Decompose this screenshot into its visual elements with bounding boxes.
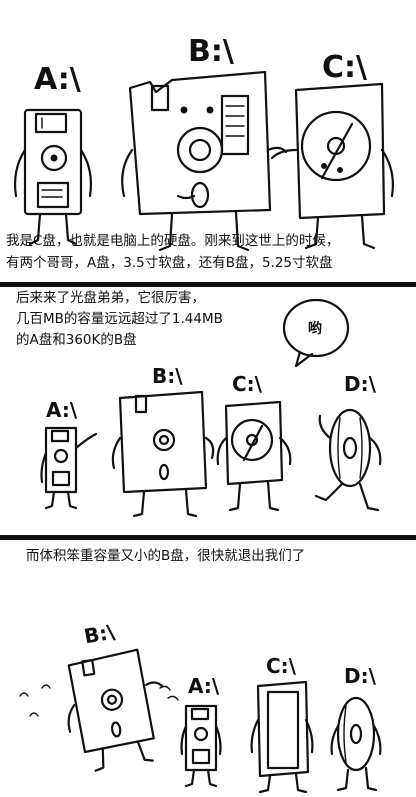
caption-2-line-3: 的A盘和360K的B盘 xyxy=(16,332,137,348)
floppy-b-character-2 xyxy=(111,390,215,518)
caption-1-line-2: 有两个哥哥，A盘，3.5寸软盘，还有B盘，5.25寸软盘 xyxy=(6,255,333,271)
hard-drive-c-character xyxy=(270,82,394,250)
floppy-a-character-2 xyxy=(40,426,98,510)
speech-bubble xyxy=(282,298,350,358)
floppy-b-character-3 xyxy=(67,648,164,772)
label-c-2: C:\ xyxy=(232,372,262,396)
panel-3-drawing xyxy=(19,648,382,794)
caption-2-line-2: 几百MB的容量远远超过了1.44MB xyxy=(16,311,223,327)
label-c-3: C:\ xyxy=(266,654,296,678)
hard-drive-c-character-2 xyxy=(216,400,292,512)
label-c: C:\ xyxy=(322,50,367,85)
label-d-2: D:\ xyxy=(344,372,376,396)
panel-2-drawing xyxy=(40,298,382,518)
floppy-b-character xyxy=(121,70,288,252)
panel-2: 后来来了光盘弟弟，它很厉害， 几百MB的容量远远超过了1.44MB 的A盘和36… xyxy=(0,288,416,534)
label-a: A:\ xyxy=(34,62,81,97)
label-a-2: A:\ xyxy=(46,398,78,422)
speech-bubble-text: 哟 xyxy=(308,321,322,337)
caption-2-line-1: 后来来了光盘弟弟，它很厉害， xyxy=(16,290,205,306)
label-d-3: D:\ xyxy=(344,664,376,688)
panel-1: A:\ B:\ C:\ 我是C盘，也就是电脑上的硬盘。刚来到这世上的时候， 有两… xyxy=(0,0,416,282)
label-b: B:\ xyxy=(188,34,234,69)
panel-1-drawing xyxy=(13,70,394,252)
label-b-2: B:\ xyxy=(152,364,183,388)
panel-divider-1 xyxy=(0,282,416,287)
caption-1-line-1: 我是C盘，也就是电脑上的硬盘。刚来到这世上的时候， xyxy=(6,233,340,249)
cd-d-character xyxy=(314,408,382,512)
caption-3: 而体积笨重容量又小的B盘，很快就退出我们了 xyxy=(26,548,306,564)
label-a-3: A:\ xyxy=(188,674,220,698)
cd-d-character-3 xyxy=(330,696,382,792)
floppy-a-character xyxy=(13,108,93,246)
panel-divider-2 xyxy=(0,535,416,540)
floppy-a-character-3 xyxy=(180,704,222,788)
panel-3: 而体积笨重容量又小的B盘，很快就退出我们了 xyxy=(0,540,416,797)
hard-drive-c-character-3 xyxy=(250,680,314,794)
